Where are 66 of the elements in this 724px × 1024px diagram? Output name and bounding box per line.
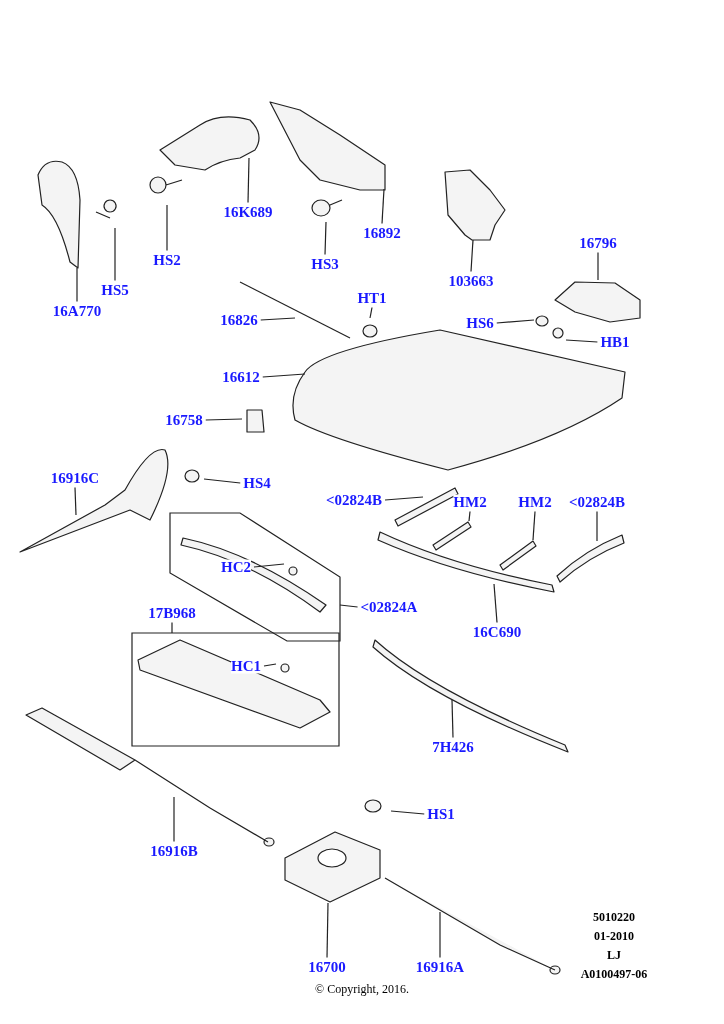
callout-number: HT1 xyxy=(357,290,387,306)
drawing-reference: 5010220 xyxy=(593,910,635,925)
detail-frame xyxy=(132,633,339,746)
leader-line xyxy=(532,510,536,541)
leader-line xyxy=(166,204,168,252)
callout-number: 16916B xyxy=(150,843,198,859)
callout-number: 16C690 xyxy=(472,624,522,640)
leader-line xyxy=(260,317,296,321)
leader-line xyxy=(339,604,359,608)
leader-line xyxy=(470,239,474,273)
leader-line xyxy=(247,157,250,204)
leader-line xyxy=(381,188,385,225)
drawing-reference: 01-2010 xyxy=(594,929,634,944)
callout-number: HS4 xyxy=(243,475,271,491)
leader-line xyxy=(597,251,599,281)
leader-line xyxy=(369,306,373,319)
leader-line xyxy=(390,810,425,815)
leader-line xyxy=(493,583,498,624)
callout-number: 16758 xyxy=(165,412,203,428)
leader-line xyxy=(205,418,243,421)
callout-number: 16916C xyxy=(50,470,100,486)
leader-line xyxy=(384,496,424,501)
leader-line xyxy=(74,486,77,516)
callout-number: 16796 xyxy=(579,235,617,251)
drawing-reference: LJ xyxy=(607,948,621,963)
leader-line xyxy=(253,563,285,568)
callout-number: 16612 xyxy=(222,369,260,385)
leader-line xyxy=(262,373,306,378)
leader-line xyxy=(114,227,116,282)
leader-line xyxy=(451,699,454,739)
callout-number: HS5 xyxy=(101,282,129,298)
callout-number: <02824B xyxy=(568,494,626,510)
callout-number: 17B968 xyxy=(148,605,196,621)
callout-number: <02824B xyxy=(325,492,383,508)
leader-line xyxy=(439,911,441,959)
callout-number: 16916A xyxy=(415,959,465,975)
callout-number: HS6 xyxy=(466,315,494,331)
leader-line xyxy=(324,221,327,256)
callout-number: HM2 xyxy=(453,494,487,510)
copyright-note: © Copyright, 2016. xyxy=(315,982,409,997)
callout-number: HC1 xyxy=(231,658,261,674)
callout-number: 16K689 xyxy=(223,204,273,220)
callout-number: <02824A xyxy=(360,599,418,615)
callout-number: HC2 xyxy=(221,559,251,575)
callout-number: 16A770 xyxy=(52,303,102,319)
leader-line xyxy=(173,796,175,843)
callout-number: HS1 xyxy=(427,806,455,822)
leader-line xyxy=(596,510,598,542)
leader-line xyxy=(565,339,598,343)
callout-number: 7H426 xyxy=(432,739,474,755)
callout-number: HM2 xyxy=(518,494,552,510)
callout-number: 16826 xyxy=(220,312,258,328)
callout-number: 103663 xyxy=(448,273,494,289)
leader-line xyxy=(326,902,329,959)
callout-number: 16892 xyxy=(363,225,401,241)
leader-line xyxy=(263,663,277,667)
callout-number: 16700 xyxy=(308,959,346,975)
leader-line xyxy=(76,267,78,303)
callout-number: HB1 xyxy=(600,334,630,350)
callout-number: HS2 xyxy=(153,252,181,268)
leader-line xyxy=(468,510,471,522)
leader-line xyxy=(496,319,535,324)
leader-line xyxy=(203,478,241,484)
callout-number: HS3 xyxy=(311,256,339,272)
leader-line xyxy=(171,621,173,634)
drawing-reference: A0100497-06 xyxy=(580,967,648,982)
